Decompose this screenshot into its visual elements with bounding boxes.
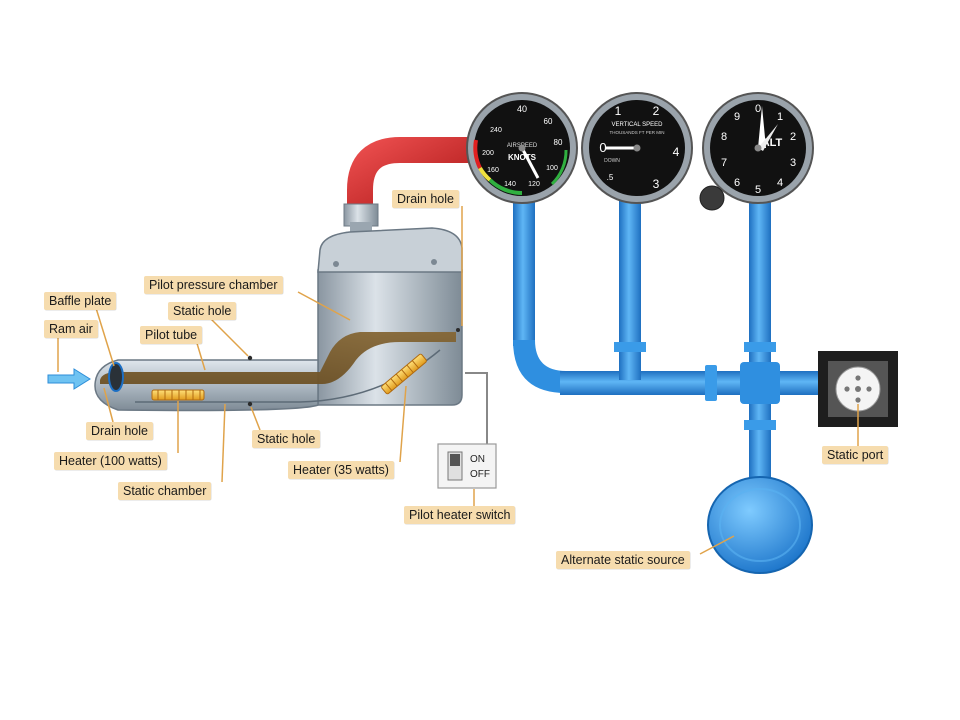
switch-off-label: OFF <box>470 469 490 480</box>
label-heater-100-watts: Heater (100 watts) <box>54 452 167 470</box>
airspeed-tick-label: 140 <box>504 181 516 188</box>
airspeed-unit: KNOTS <box>508 153 537 162</box>
switch-panel <box>437 443 497 489</box>
altimeter-tick-label: 3 <box>790 157 796 169</box>
vsi-tick-label: 3 <box>653 177 660 191</box>
alternate-static-source-valve <box>707 476 813 574</box>
static-port <box>818 351 898 427</box>
label-heater-35-watts: Heater (35 watts) <box>288 461 394 479</box>
airspeed-tick-label: 80 <box>554 138 563 147</box>
airspeed-tick-label: 200 <box>482 150 494 157</box>
ram-air-arrow <box>47 368 91 390</box>
mounting-flange <box>317 227 463 273</box>
label-static-port: Static port <box>822 446 889 464</box>
pipe-cross-junction <box>740 362 780 404</box>
label-pilot-pressure-chamber: Pilot pressure chamber <box>144 276 283 294</box>
pitot-tube-assembly <box>47 227 488 462</box>
pilot-heater-switch[interactable]: ON OFF <box>437 443 497 489</box>
label-alternate-static-source: Alternate static source <box>556 551 690 569</box>
vertical-speed-indicator: VERTICAL SPEED THOUSANDS FT PER MIN DOWN… <box>581 92 693 204</box>
switch-on-label: ON <box>470 454 485 465</box>
altimeter-tick-label: 5 <box>755 184 761 196</box>
switch-toggle[interactable] <box>450 454 460 466</box>
vsi-tick-label: 0 <box>599 140 606 155</box>
pipe-vsi-drop <box>619 200 641 380</box>
altimeter-tick-label: 4 <box>777 177 783 189</box>
vsi-subtitle: THOUSANDS FT PER MIN <box>610 130 665 135</box>
label-drain-hole-top: Drain hole <box>392 190 459 208</box>
airspeed-indicator: 40 60 80 100 120 140 160 200 240 AIRSPEE… <box>466 92 578 204</box>
label-pilot-heater-switch: Pilot heater switch <box>404 506 516 524</box>
static-hole-bottom-dot <box>247 401 253 407</box>
vsi-title: VERTICAL SPEED <box>611 122 663 128</box>
heater-100w-coil <box>151 389 205 401</box>
label-pilot-tube: Pilot tube <box>140 326 203 344</box>
airspeed-tick-label: 160 <box>487 167 499 174</box>
airspeed-tick-label: 240 <box>490 127 502 134</box>
pilot-pressure-chamber-cutaway <box>100 284 456 384</box>
static-plumbing <box>513 196 822 574</box>
pipe-fitting <box>744 342 776 352</box>
vsi-tick-label: 1 <box>615 104 622 118</box>
pitot-pressure-hose <box>347 137 470 212</box>
vsi-tick-label: 4 <box>673 145 680 159</box>
label-static-hole-bottom: Static hole <box>252 430 321 448</box>
airspeed-tick-label: 100 <box>546 165 558 172</box>
pipe-fitting <box>744 420 776 430</box>
vsi-down-label: DOWN <box>604 158 620 164</box>
pipe-main-run <box>560 371 822 395</box>
altimeter-tick-label: 2 <box>790 131 796 143</box>
airspeed-tick-label: 120 <box>528 181 540 188</box>
altimeter-tick-label: 7 <box>721 157 727 169</box>
label-baffle-plate: Baffle plate <box>44 292 117 310</box>
label-static-chamber: Static chamber <box>118 482 212 500</box>
heater-wire <box>465 372 488 462</box>
altimeter-tick-label: 6 <box>734 177 740 189</box>
pitot-tube-body <box>94 359 319 412</box>
drain-hole-mast-dot <box>456 328 460 332</box>
altimeter-tick-label: 1 <box>777 111 783 123</box>
label-ram-air: Ram air <box>44 320 98 338</box>
altimeter-tick-label: 0 <box>755 103 761 115</box>
altimeter-setting-knob <box>699 185 725 211</box>
leader-lines <box>57 206 859 555</box>
pipe-fitting <box>614 342 646 352</box>
altimeter-tick-label: 9 <box>734 111 740 123</box>
altimeter-tick-label: 8 <box>721 131 727 143</box>
label-drain-hole-bottom: Drain hole <box>86 422 153 440</box>
heater-35w-coil <box>381 353 427 395</box>
pipe-airspeed-drop <box>513 196 535 346</box>
pipe-coupling <box>705 365 717 401</box>
airspeed-tick-label: 60 <box>544 117 553 126</box>
vsi-tick-label: .5 <box>607 173 614 182</box>
altimeter: 0 1 2 3 4 5 6 7 8 9 ALT <box>699 92 814 211</box>
pipe-elbow <box>513 340 566 393</box>
vsi-tick-label: 2 <box>653 104 660 118</box>
label-static-hole-top: Static hole <box>168 302 237 320</box>
airspeed-tick-label: 40 <box>517 104 527 114</box>
pitot-inlet <box>108 362 124 392</box>
static-hole-top-dot <box>247 355 253 361</box>
